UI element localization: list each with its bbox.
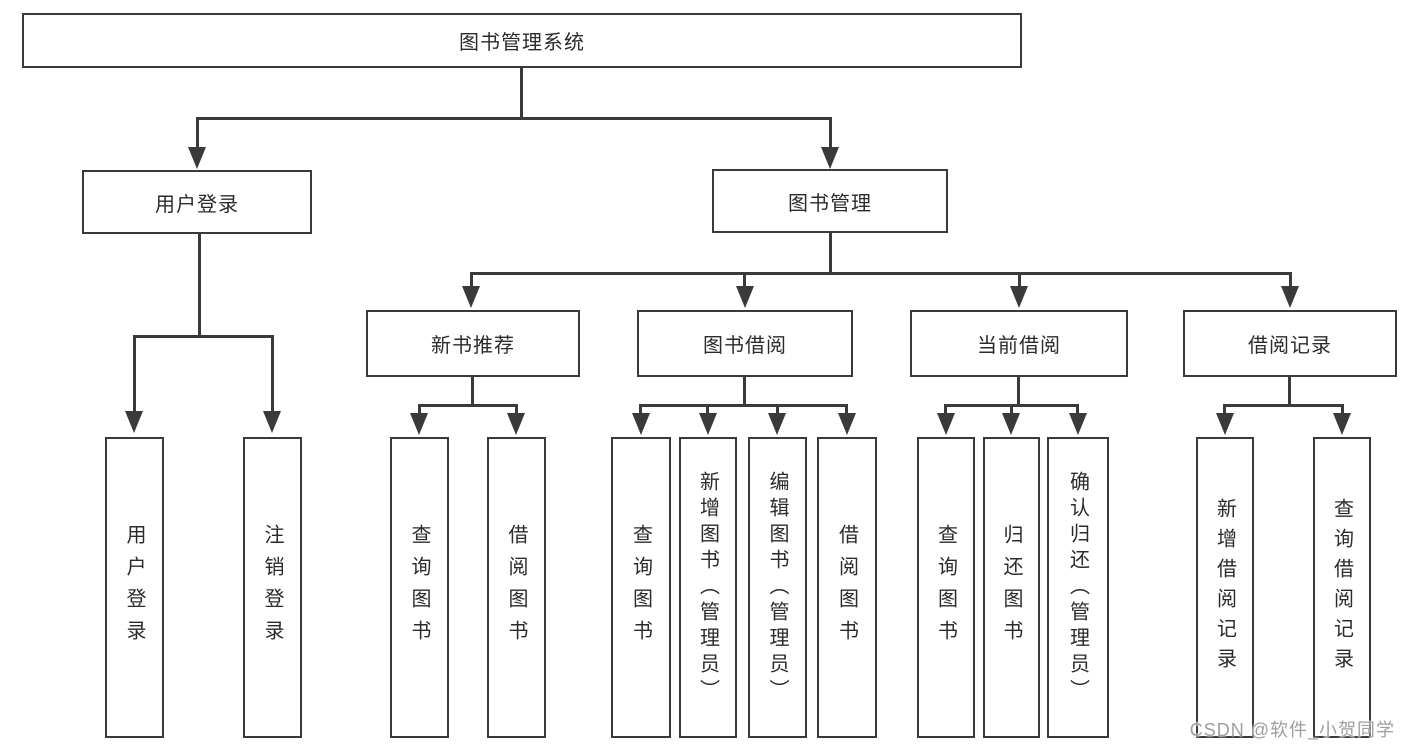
connector-g3-stem — [743, 377, 746, 406]
node-leaf-borrow-books: 借阅图书 — [817, 437, 877, 738]
connector-mgmt-drop-1 — [470, 272, 473, 290]
node-root: 图书管理系统 — [22, 13, 1022, 68]
node-borrowing-records: 借阅记录 — [1183, 310, 1397, 377]
node-current-borrowing: 当前借阅 — [910, 310, 1128, 377]
arrow-down-icon — [263, 411, 281, 433]
arrow-down-icon — [1333, 413, 1351, 435]
connector-user-login-drop — [196, 118, 199, 150]
connector-g2-drop-1 — [418, 404, 421, 418]
connector-book-mgmt-drop — [829, 118, 832, 150]
arrow-down-icon — [768, 413, 786, 435]
connector-g4-drop-1 — [944, 404, 947, 418]
connector-mgmt-stem — [829, 233, 832, 275]
arrow-down-icon — [838, 413, 856, 435]
node-leaf-query-books-current: 查询图书 — [917, 437, 975, 738]
connector-g3-drop-2 — [706, 404, 709, 418]
connector-g3-drop-4 — [845, 404, 848, 418]
connector-g5-rail — [1223, 404, 1344, 407]
node-leaf-user-login: 用户登录 — [105, 437, 164, 738]
node-leaf-borrow-books-recommend: 借阅图书 — [487, 437, 546, 738]
node-leaf-query-borrow-record: 查询借阅记录 — [1313, 437, 1371, 738]
connector-g4-drop-3 — [1076, 404, 1079, 418]
connector-root-stem — [520, 68, 523, 118]
arrow-down-icon — [462, 286, 480, 308]
arrow-down-icon — [1069, 413, 1087, 435]
node-leaf-add-books-admin: 新增图书（管理员） — [679, 437, 737, 738]
node-leaf-edit-books-admin: 编辑图书（管理员） — [748, 437, 807, 738]
connector-g5-drop-1 — [1223, 404, 1226, 418]
connector-g5-stem — [1288, 377, 1291, 406]
arrow-down-icon — [1216, 413, 1234, 435]
arrow-down-icon — [736, 286, 754, 308]
node-leaf-logout: 注销登录 — [243, 437, 302, 738]
node-leaf-query-books-recommend: 查询图书 — [390, 437, 449, 738]
connector-login-rail — [133, 335, 274, 338]
connector-login-drop-2 — [271, 335, 274, 413]
connector-g4-stem — [1017, 377, 1020, 406]
connector-g2-stem — [471, 377, 474, 406]
connector-login-drop-1 — [133, 335, 136, 413]
arrow-down-icon — [1010, 286, 1028, 308]
connector-g3-rail — [639, 404, 848, 407]
node-leaf-add-borrow-record: 新增借阅记录 — [1196, 437, 1254, 738]
connector-g2-rail — [418, 404, 518, 407]
connector-mgmt-rail — [470, 272, 1292, 275]
connector-login-stem — [198, 234, 201, 338]
connector-mgmt-drop-4 — [1289, 272, 1292, 290]
connector-mgmt-drop-2 — [743, 272, 746, 290]
arrow-down-icon — [507, 413, 525, 435]
connector-g4-drop-2 — [1010, 404, 1013, 418]
node-new-book-recommend: 新书推荐 — [366, 310, 580, 377]
arrow-down-icon — [188, 147, 206, 169]
arrow-down-icon — [125, 411, 143, 433]
connector-root-rail — [196, 117, 832, 120]
arrow-down-icon — [410, 413, 428, 435]
arrow-down-icon — [632, 413, 650, 435]
arrow-down-icon — [1281, 286, 1299, 308]
connector-g2-drop-2 — [515, 404, 518, 418]
arrow-down-icon — [937, 413, 955, 435]
csdn-watermark: CSDN @软件_小贺同学 — [1189, 720, 1395, 740]
node-leaf-return-books: 归还图书 — [983, 437, 1040, 738]
node-book-borrowing: 图书借阅 — [637, 310, 853, 377]
node-book-management: 图书管理 — [712, 169, 948, 233]
connector-mgmt-drop-3 — [1018, 272, 1021, 290]
arrow-down-icon — [821, 147, 839, 169]
connector-g3-drop-3 — [776, 404, 779, 418]
connector-g5-drop-2 — [1341, 404, 1344, 418]
node-user-login-branch: 用户登录 — [82, 170, 312, 234]
arrow-down-icon — [1002, 413, 1020, 435]
arrow-down-icon — [699, 413, 717, 435]
node-leaf-confirm-return-admin: 确认归还（管理员） — [1047, 437, 1109, 738]
node-leaf-query-books-borrowing: 查询图书 — [611, 437, 671, 738]
connector-g3-drop-1 — [639, 404, 642, 418]
